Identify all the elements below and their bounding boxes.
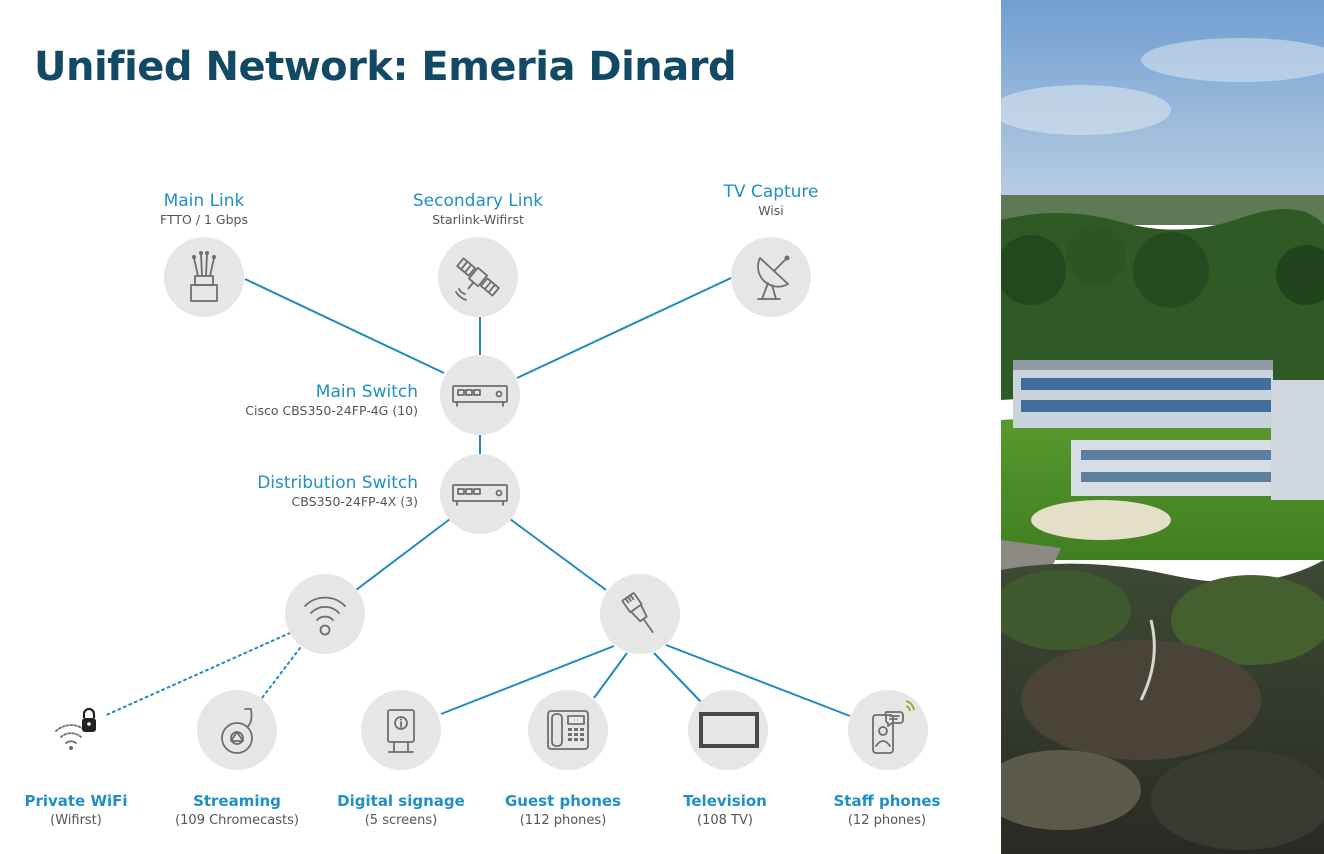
desk-phone-icon (547, 710, 589, 750)
node-label: Main Switch (316, 382, 418, 402)
node-label: Secondary Link (413, 191, 543, 211)
node-ethernet (600, 574, 680, 654)
node-sublabel: Wisi (758, 203, 784, 218)
node-sublabel: Cisco CBS350-24FP-4G (10) (245, 403, 418, 418)
node-wifi (285, 574, 365, 654)
diagram-links (103, 277, 851, 717)
endpoint-label: Television (683, 792, 767, 810)
wifi-lock-icon (55, 707, 96, 750)
node-main-link: Main Link FTTO / 1 Gbps (160, 191, 248, 317)
endpoint-staff-phones: Staff phones (12 phones) (834, 690, 941, 828)
network-switch-icon (452, 484, 508, 506)
endpoint-guest-phones: Guest phones (112 phones) (505, 690, 621, 828)
endpoint-television: Television (108 TV) (683, 690, 768, 828)
page-title: Unified Network: Emeria Dinard (34, 44, 737, 90)
link-distribution-to-wifi (355, 518, 451, 591)
endpoint-streaming: Streaming (109 Chromecasts) (175, 690, 299, 828)
endpoint-label: Streaming (193, 792, 281, 810)
network-diagram: Main Link FTTO / 1 Gbps Secondary Link S… (24, 182, 941, 828)
link-main-to-switch (244, 278, 445, 374)
ethernet-plug-icon (621, 592, 654, 633)
endpoint-label: Guest phones (505, 792, 621, 810)
node-label: Main Link (164, 191, 245, 211)
link-ethernet-to-guest-phones (593, 652, 628, 699)
endpoint-sublabel: (5 screens) (365, 813, 438, 828)
endpoint-sublabel: (12 phones) (848, 813, 926, 828)
node-label: TV Capture (722, 182, 818, 202)
node-tv-capture: TV Capture Wisi (722, 182, 819, 317)
link-distribution-to-ethernet (509, 518, 607, 591)
satellite-dish-icon (757, 255, 790, 300)
endpoint-sublabel: (Wifirst) (50, 813, 102, 828)
endpoint-private-wifi: Private WiFi (Wifirst) (24, 707, 128, 828)
endpoint-label: Staff phones (834, 792, 941, 810)
endpoint-sublabel: (109 Chromecasts) (175, 813, 299, 828)
fiber-optic-icon (190, 251, 218, 302)
wifi-icon (304, 596, 346, 636)
endpoint-label: Private WiFi (24, 792, 127, 810)
network-switch-icon (452, 385, 508, 407)
photo-illustration (1001, 0, 1324, 854)
node-secondary-link: Secondary Link Starlink-Wifirst (413, 191, 543, 317)
link-tv-to-switch (516, 277, 732, 379)
link-ethernet-to-television (653, 652, 702, 703)
link-wifi-to-streaming (261, 647, 301, 699)
node-sublabel: CBS350-24FP-4X (3) (292, 494, 418, 509)
node-distribution-switch: Distribution Switch CBS350-24FP-4X (3) (257, 454, 520, 534)
endpoint-sublabel: (108 TV) (697, 813, 753, 828)
link-ethernet-to-signage (440, 645, 615, 715)
chromecast-icon (221, 708, 253, 754)
endpoint-digital-signage: Digital signage (5 screens) (337, 690, 465, 828)
tv-icon (699, 712, 759, 748)
satellite-icon (456, 257, 500, 297)
aerial-hotel-photo (1001, 0, 1324, 854)
node-label: Distribution Switch (257, 473, 418, 493)
smartphone-icon (872, 700, 915, 754)
link-wifi-to-private (103, 632, 291, 717)
info-kiosk-icon (387, 709, 415, 753)
node-sublabel: FTTO / 1 Gbps (160, 212, 248, 227)
node-main-switch: Main Switch Cisco CBS350-24FP-4G (10) (245, 355, 520, 435)
link-ethernet-to-staff-phones (665, 644, 851, 717)
endpoint-label: Digital signage (337, 792, 465, 810)
endpoint-sublabel: (112 phones) (520, 813, 607, 828)
node-sublabel: Starlink-Wifirst (432, 212, 524, 227)
